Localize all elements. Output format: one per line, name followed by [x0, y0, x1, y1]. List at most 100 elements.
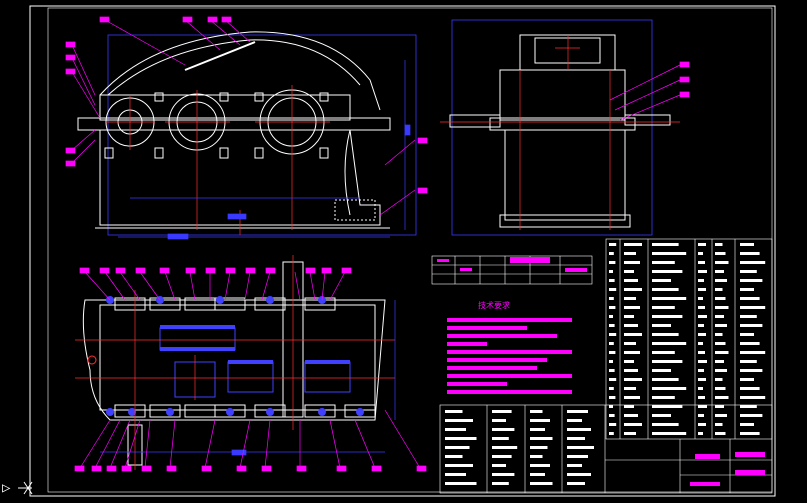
bom-cell-text	[624, 252, 636, 255]
bom-cell-text	[624, 414, 638, 417]
title-block-cell-text	[530, 464, 550, 467]
bom-cell-text	[652, 243, 679, 246]
housing-section-inner	[99, 304, 376, 411]
bom-cell-text	[609, 360, 613, 363]
bom-cell-text	[698, 405, 707, 408]
front-view-dimension-frame	[107, 34, 417, 236]
parts-list-table	[605, 238, 773, 440]
bom-cell-text	[715, 432, 726, 435]
bom-cell-text	[740, 297, 760, 300]
bom-cell-text	[652, 261, 675, 264]
bom-cell-text	[609, 324, 615, 327]
bom-cell-text	[698, 270, 707, 273]
bom-cell-text	[715, 279, 727, 282]
bom-cell-text	[715, 342, 726, 345]
front-view-centerlines	[105, 85, 330, 235]
top-view-centerlines	[75, 255, 395, 470]
bom-cell-text	[740, 279, 763, 282]
title-block-cell-text	[567, 455, 588, 458]
title-block-cell-text	[492, 482, 509, 485]
title-block-cell-text	[445, 464, 473, 467]
split-flange	[77, 117, 391, 131]
bom-cell-text	[715, 333, 723, 336]
bom-cell-text	[609, 342, 614, 345]
title-block-cell-text	[492, 428, 515, 431]
title-block-cell-text	[445, 482, 477, 485]
bottom-bearing-row	[114, 404, 376, 418]
bom-cell-text	[652, 342, 687, 345]
bom-cell-text	[740, 387, 760, 390]
bom-cell-text	[652, 405, 683, 408]
title-block-cell-text	[567, 482, 585, 485]
title-block-cell-text	[492, 446, 518, 449]
flange-bolts	[104, 92, 329, 159]
bom-cell-text	[624, 270, 634, 273]
bom-cell-text	[624, 324, 638, 327]
bom-cell-text	[624, 369, 638, 372]
bom-cell-text	[698, 315, 707, 318]
bom-cell-text	[698, 279, 704, 282]
bom-cell-text	[698, 297, 703, 300]
bom-cell-text	[609, 270, 613, 273]
bom-cell-text	[715, 387, 726, 390]
front-view-leaders	[65, 16, 428, 216]
bom-cell-text	[698, 351, 705, 354]
bom-cell-text	[715, 414, 727, 417]
title-block-cell-text	[445, 437, 477, 440]
bom-cell-text	[624, 360, 634, 363]
bom-cell-text	[652, 288, 679, 291]
bom-cell-text	[740, 252, 760, 255]
title-block-cell-text	[530, 428, 545, 431]
bom-cell-text	[624, 378, 642, 381]
bom-cell-text	[715, 315, 724, 318]
bom-cell-text	[624, 342, 636, 345]
bom-cell-text	[740, 423, 754, 426]
title-block-cell-text	[445, 428, 466, 431]
bom-cell-text	[609, 351, 616, 354]
bom-cell-text	[698, 432, 703, 435]
bom-cell-text	[715, 351, 729, 354]
bom-cell-text	[609, 297, 614, 300]
bom-cell-text	[652, 378, 679, 381]
top-view-dimensions	[100, 300, 396, 456]
title-block-cell-text	[492, 437, 509, 440]
title-block-cell-text	[530, 482, 553, 485]
bom-cell-text	[715, 396, 729, 399]
bom-cell-text	[740, 288, 754, 291]
bom-cell-text	[624, 288, 642, 291]
bom-cell-text	[740, 333, 754, 336]
side-view-leaders	[609, 61, 690, 121]
bom-cell-text	[652, 396, 675, 399]
bom-cell-text	[609, 432, 614, 435]
command-prompt-icon[interactable]: ▷	[2, 480, 11, 496]
title-block-cell-text	[445, 455, 463, 458]
bom-cell-text	[740, 369, 763, 372]
top-section-view[interactable]	[82, 261, 386, 466]
bom-cell-text	[715, 369, 727, 372]
title-block-cell-text	[492, 419, 506, 422]
title-block-cell-text	[445, 410, 463, 413]
bom-cell-text	[609, 243, 617, 246]
bom-cell-text	[715, 423, 723, 426]
bom-cell-text	[740, 360, 757, 363]
title-block-cell-text	[530, 410, 543, 413]
bom-cell-text	[624, 396, 640, 399]
title-block	[439, 404, 773, 494]
bom-cell-text	[698, 360, 707, 363]
bom-cell-text	[740, 432, 760, 435]
bom-cell-text	[624, 279, 638, 282]
title-block-cell-text	[567, 446, 594, 449]
bom-cell-text	[698, 252, 703, 255]
side-view-centerlines	[440, 35, 680, 230]
side-view[interactable]	[449, 19, 671, 236]
bom-cell-text	[715, 306, 729, 309]
bom-cell-text	[624, 297, 636, 300]
bom-cell-text	[609, 333, 617, 336]
housing-side-curve	[344, 129, 351, 216]
bom-cell-text	[609, 396, 616, 399]
bom-cell-text	[624, 387, 636, 390]
bom-cell-text	[740, 306, 766, 309]
title-block-cell-text	[567, 473, 591, 476]
front-view-dimensions	[118, 60, 411, 240]
